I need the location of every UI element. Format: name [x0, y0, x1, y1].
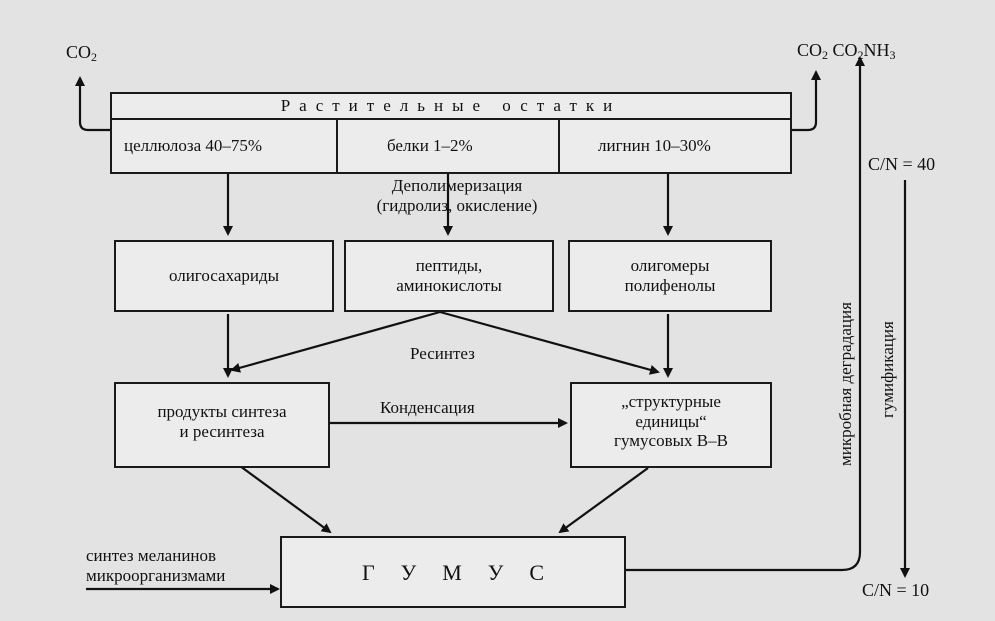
- cellulose-label: целлюлоза 40–75%: [124, 136, 263, 155]
- depolymerization-label: Деполимеризация (гидролиз, окисление): [376, 176, 538, 215]
- co2-left-arrow: [75, 76, 112, 132]
- oligosaccharides-label: олигосахариды: [168, 266, 280, 285]
- oligosaccharides-box: олигосахариды: [114, 240, 334, 312]
- plant-residues-box: Растительные остатки целлюлоза 40–75% бе…: [110, 92, 792, 174]
- proteins-label: белки 1–2%: [387, 136, 473, 155]
- resynthesis-label: Ресинтез: [410, 344, 475, 363]
- synthesis-products-box: продукты синтеза и ресинтеза: [114, 382, 330, 468]
- synthesis-products-label: продукты синтеза и ресинтеза: [157, 402, 287, 441]
- structural-units-label: „структурные единицы“ гумусовых В–В: [614, 392, 728, 451]
- oligomers-box: олигомеры полифенолы: [568, 240, 772, 312]
- peptides-label: пептиды, аминокислоты: [396, 256, 502, 295]
- co2-right-arrow: [790, 70, 821, 132]
- humus-label: ГУМУС: [361, 560, 571, 585]
- microbial-degradation-label: микробная деградация: [836, 302, 855, 466]
- condensation-label: Конденсация: [380, 398, 475, 417]
- resynthesis-right-arrow: [439, 310, 660, 375]
- humus-box: ГУМУС: [280, 536, 626, 608]
- oligomers-label: олигомеры полифенолы: [624, 256, 716, 295]
- structural-units-box: „структурные единицы“ гумусовых В–В: [570, 382, 772, 468]
- melanin-synthesis-label: синтез меланинов микроорганизмами: [86, 546, 226, 585]
- lignin-label: лигнин 10–30%: [598, 136, 711, 155]
- cn-ratio-bottom: C/N = 10: [862, 580, 930, 600]
- peptides-box: пептиды, аминокислоты: [344, 240, 554, 312]
- plant-residues-title: Растительные остатки: [280, 96, 622, 115]
- co2-left-label: CO2: [66, 42, 98, 64]
- co2-nh3-label: CO2 CO2NH3: [797, 40, 896, 62]
- arrow-structural-to-humus: [558, 467, 649, 534]
- cn-ratio-top: C/N = 40: [868, 154, 936, 174]
- humification-label: гумификация: [878, 321, 897, 418]
- microbial-degradation-arrow: [625, 56, 865, 572]
- arrow-synthesis-to-humus: [239, 465, 332, 534]
- resynthesis-left-arrow: [230, 310, 441, 373]
